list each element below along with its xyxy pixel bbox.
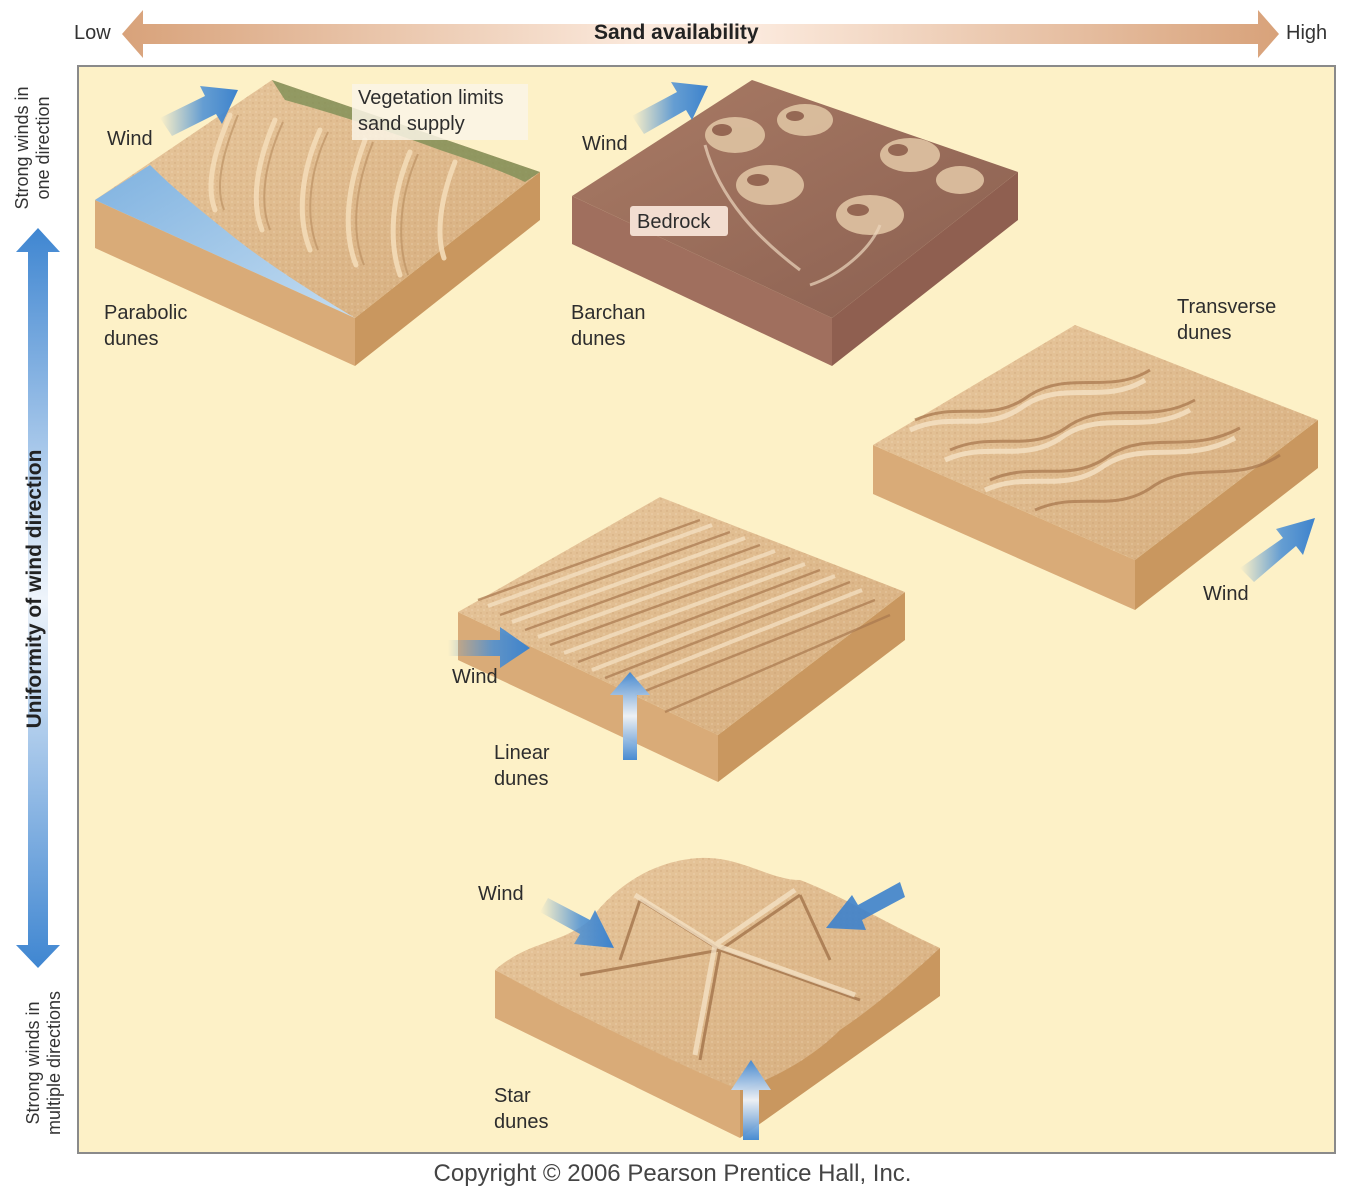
wind-arrow-transverse bbox=[1240, 518, 1315, 582]
bedrock-tag-background bbox=[630, 206, 728, 236]
transverse-dunes-block bbox=[873, 325, 1318, 610]
barchan-dunes-block bbox=[572, 80, 1018, 366]
wind-arrow-barchan bbox=[632, 82, 708, 134]
barchan-dunes-label: Barchan dunes bbox=[571, 302, 646, 350]
bedrock-label: Bedrock bbox=[637, 211, 711, 233]
sand-availability-arrow bbox=[122, 10, 1279, 58]
vegetation-note-background bbox=[352, 84, 528, 140]
transverse-wind-label: Wind bbox=[1203, 583, 1249, 605]
vegetation-note: Vegetation limits sand supply bbox=[358, 87, 504, 135]
wind-axis-top-label: Strong winds in one direction bbox=[12, 86, 53, 210]
linear-dunes-block bbox=[458, 497, 905, 782]
star-dunes-label: Star dunes bbox=[494, 1085, 549, 1133]
wind-uniformity-arrow bbox=[16, 228, 60, 968]
wind-arrow-linear-vertical bbox=[610, 672, 650, 760]
wind-axis-bottom-label: Strong winds in multiple directions bbox=[23, 990, 64, 1136]
parabolic-dunes-label: Parabolic dunes bbox=[104, 302, 188, 350]
wind-axis-title: Uniformity of wind direction bbox=[23, 449, 46, 729]
star-wind-label: Wind bbox=[478, 883, 524, 905]
wind-arrow-parabolic bbox=[160, 86, 238, 136]
linear-wind-label: Wind bbox=[452, 666, 498, 688]
barchan-wind-label: Wind bbox=[582, 133, 628, 155]
sand-axis-title: Sand availability bbox=[594, 21, 759, 44]
wind-arrow-linear-horizontal bbox=[448, 627, 530, 668]
star-dunes-block bbox=[495, 857, 940, 1138]
transverse-dunes-label: Transverse dunes bbox=[1177, 296, 1277, 344]
wind-arrow-star-right bbox=[826, 882, 905, 930]
sand-axis-high-label: High bbox=[1286, 22, 1328, 44]
wind-arrow-star-bottom bbox=[731, 1060, 771, 1140]
linear-dunes-label: Linear dunes bbox=[494, 742, 550, 790]
wind-arrow-star-left bbox=[540, 898, 614, 948]
copyright-notice: Copyright © 2006 Pearson Prentice Hall, … bbox=[433, 1160, 912, 1187]
parabolic-wind-label: Wind bbox=[107, 128, 153, 150]
sand-axis-low-label: Low bbox=[74, 22, 111, 44]
